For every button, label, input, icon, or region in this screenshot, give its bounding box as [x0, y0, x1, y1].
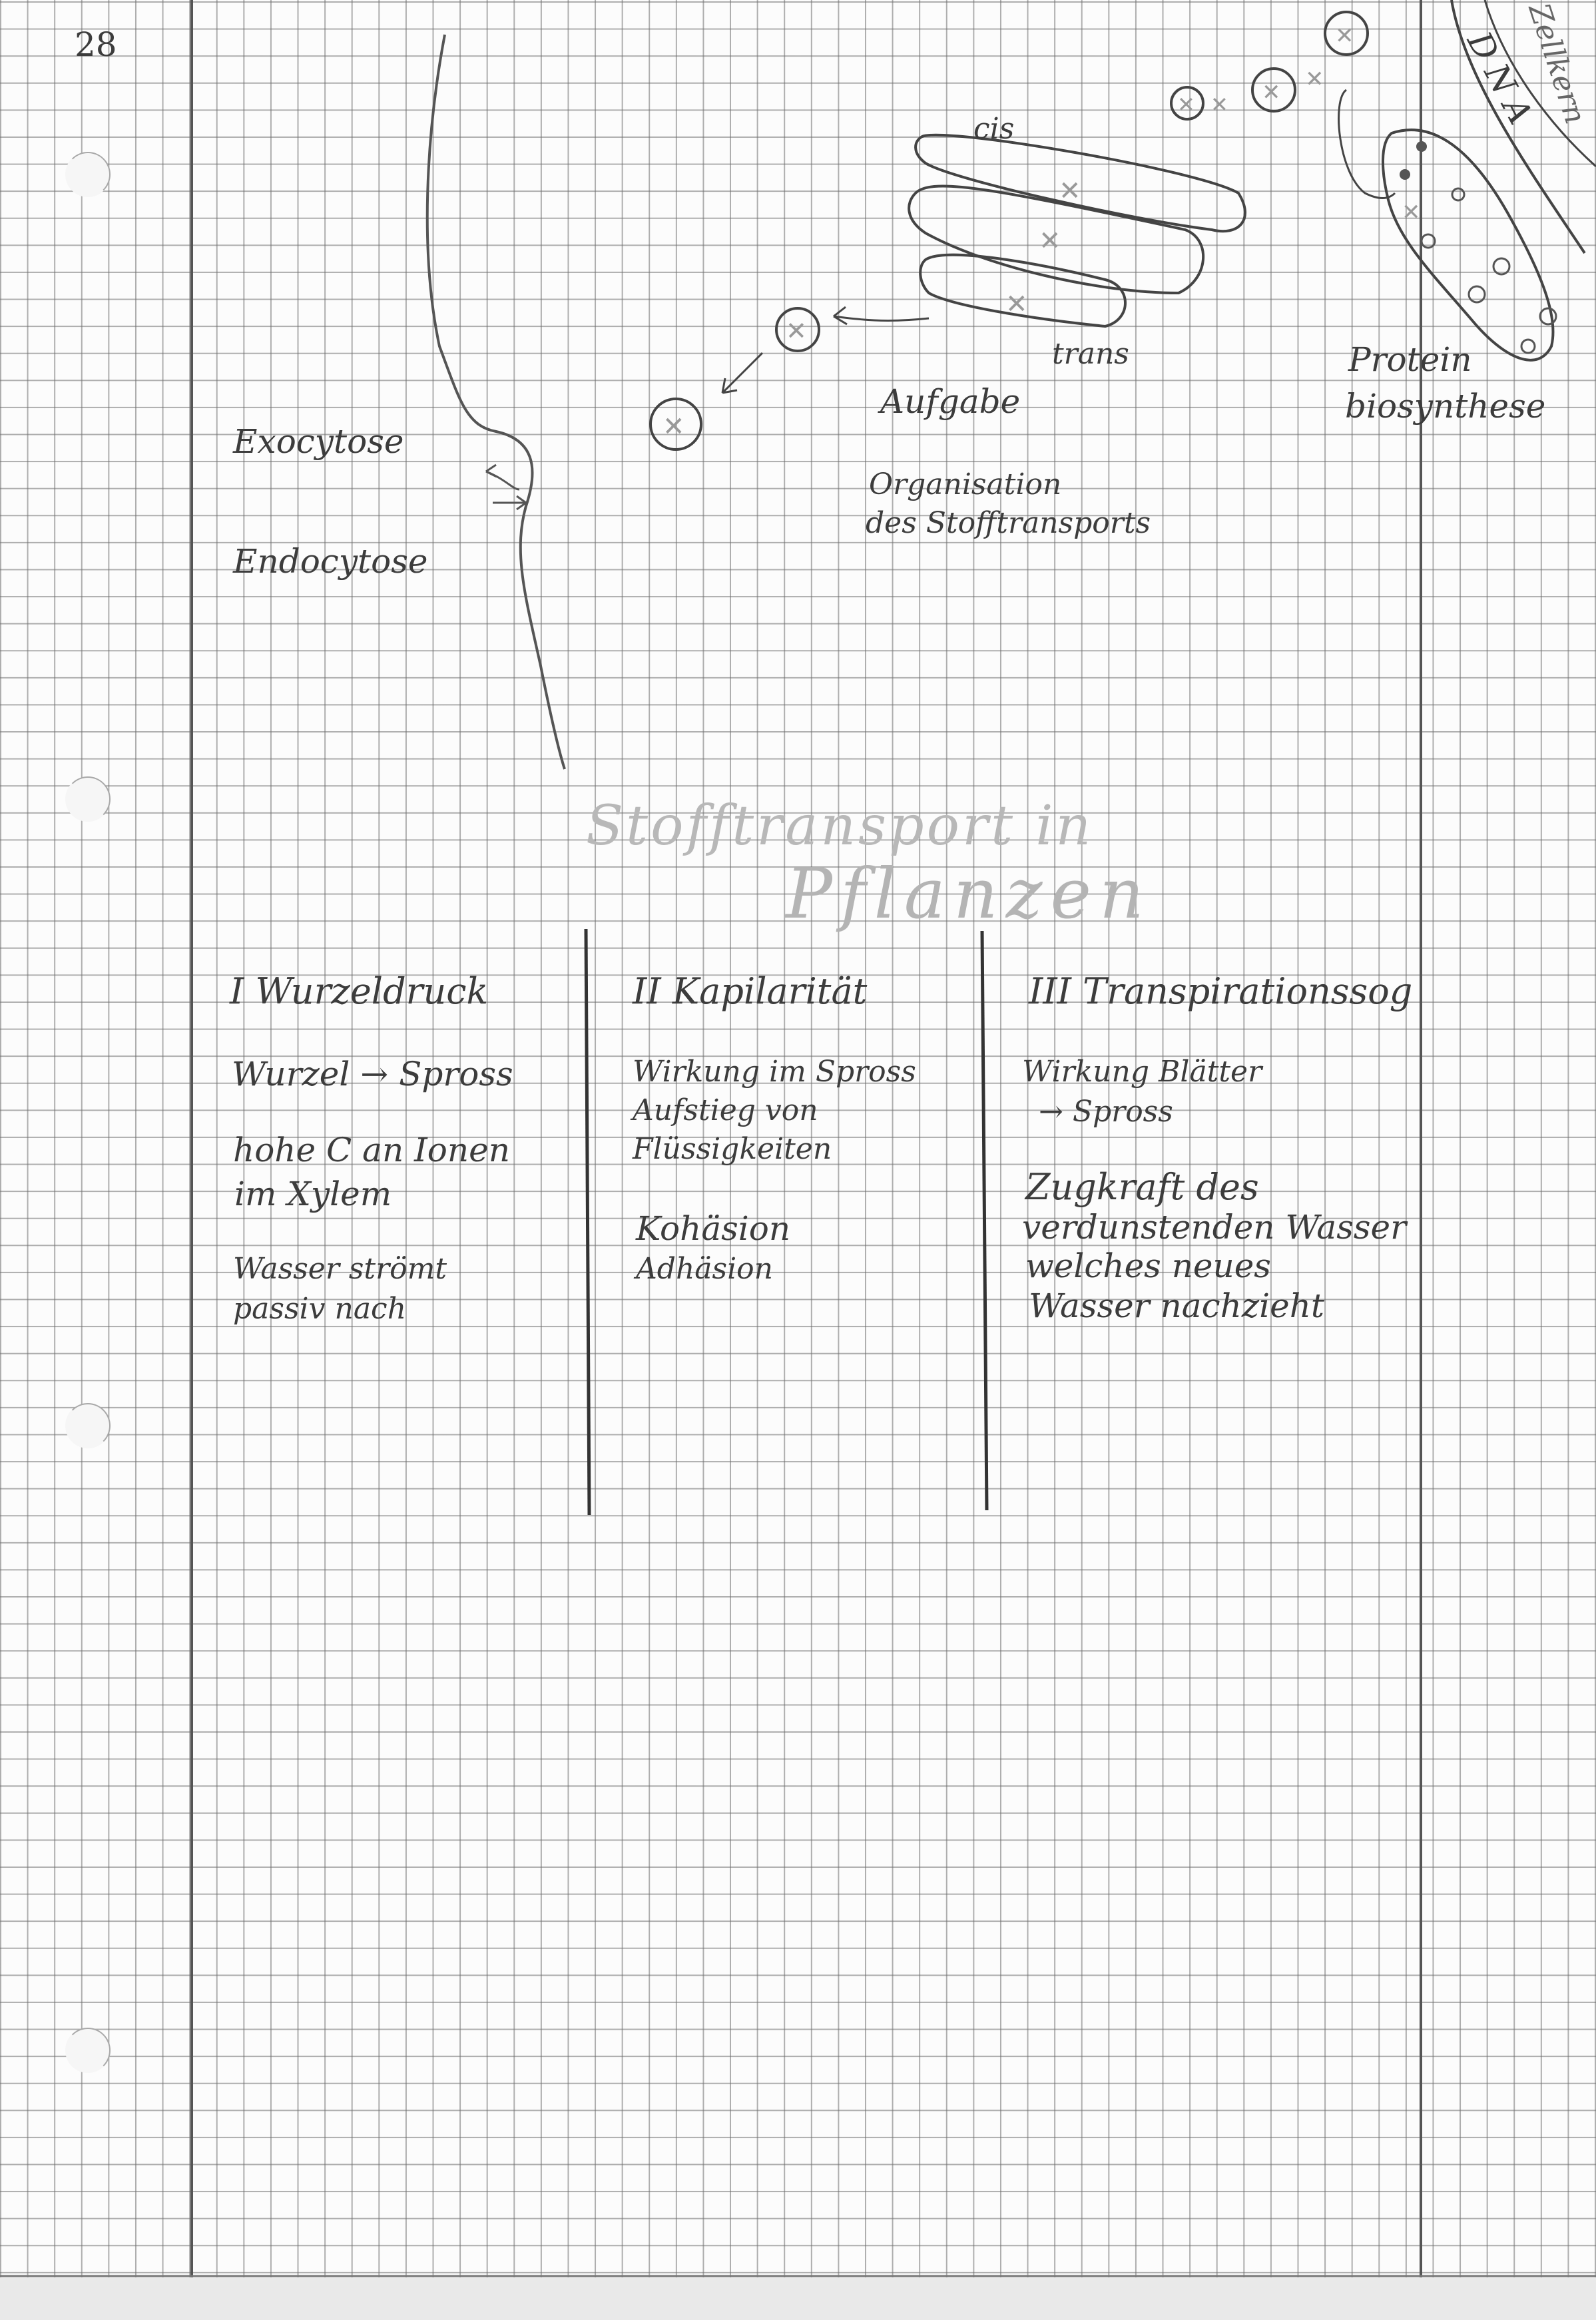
golgi-mark-3: ✕: [1005, 289, 1028, 320]
vesicle-4: [1251, 67, 1296, 113]
table-divider-1: [584, 928, 591, 1516]
nucleus-envelope: [1450, 0, 1586, 254]
label-endocytose: Endocytose: [233, 542, 428, 581]
table-divider-2: [980, 930, 989, 1511]
column-line: Wirkung im Spross: [633, 1055, 916, 1089]
column-title: I Wurzeldruck: [230, 970, 489, 1012]
rough-er-outline: [1382, 129, 1555, 362]
heading-line-1: Stofftransport in: [586, 794, 1094, 858]
vesicle-arrow-2: [721, 352, 764, 394]
exocytose-arrow: [485, 463, 520, 491]
label-protein: Protein: [1348, 340, 1472, 379]
punch-hole: [65, 152, 111, 197]
column-line: Flüssigkeiten: [633, 1132, 832, 1166]
golgi-mark-2: ✕: [1039, 226, 1061, 256]
column-line: hohe C an Ionen: [233, 1131, 510, 1169]
column-title: III Transpirationssog: [1029, 970, 1413, 1012]
punch-hole: [65, 776, 111, 822]
page-number: 28: [75, 25, 117, 64]
svg-text:✕: ✕: [663, 412, 685, 442]
cell-membrane-line: [425, 34, 566, 770]
column-line: passiv nach: [233, 1292, 407, 1326]
page-bottom-edge: [0, 2277, 1596, 2320]
label-organisation-1: Organisation: [869, 467, 1062, 501]
punch-hole: [65, 2028, 111, 2073]
label-exocytose: Exocytose: [233, 422, 404, 461]
vesicle-1: [775, 307, 820, 352]
column-line: Wasser strömt: [233, 1252, 447, 1286]
golgi-mark-1: ✕: [1059, 176, 1081, 206]
column-line: im Xylem: [234, 1175, 392, 1213]
svg-text:✕: ✕: [1210, 92, 1228, 117]
vesicle-arrow-1: [833, 306, 930, 326]
svg-text:✕: ✕: [1402, 199, 1421, 226]
svg-text:✕: ✕: [1177, 92, 1195, 117]
column-line: → Spross: [1039, 1095, 1173, 1129]
svg-text:✕: ✕: [1335, 23, 1354, 49]
column-line: Kohäsion: [636, 1209, 791, 1248]
golgi-cisterna-2: [908, 184, 1205, 295]
vesicle-5: [1324, 11, 1369, 56]
svg-text:✕: ✕: [1262, 79, 1281, 106]
label-golgi-trans: trans: [1052, 337, 1129, 371]
svg-text:✕: ✕: [1305, 66, 1324, 93]
label-biosynthese: biosynthese: [1345, 387, 1546, 426]
vesicle-path: [1338, 89, 1396, 199]
column-line: Wurzel → Spross: [232, 1055, 513, 1093]
column-line: verdunstenden Wasser: [1022, 1208, 1407, 1247]
label-golgi-cis: cis: [973, 112, 1015, 146]
golgi-cisterna-3: [919, 253, 1127, 328]
column-line: Zugkraft des: [1025, 1166, 1259, 1208]
punch-hole: [65, 1403, 111, 1448]
column-line: Adhäsion: [636, 1252, 773, 1286]
column-line: Wirkung Blätter: [1022, 1055, 1262, 1089]
column-line: Aufstieg von: [633, 1093, 818, 1127]
golgi-cisterna-1: [914, 133, 1246, 233]
vesicle-2: [649, 398, 702, 451]
label-organisation-2: des Stofftransports: [866, 506, 1151, 540]
column-line: welches neues: [1025, 1247, 1271, 1285]
column-line: Wasser nachzieht: [1029, 1287, 1324, 1325]
column-title: II Kapilarität: [633, 970, 868, 1012]
svg-text:✕: ✕: [786, 316, 807, 346]
heading-line-2: Pflanzen: [786, 853, 1153, 934]
label-aufgabe: Aufgabe: [880, 382, 1021, 421]
vesicle-3: [1170, 86, 1204, 121]
endocytose-arrow: [493, 495, 527, 511]
